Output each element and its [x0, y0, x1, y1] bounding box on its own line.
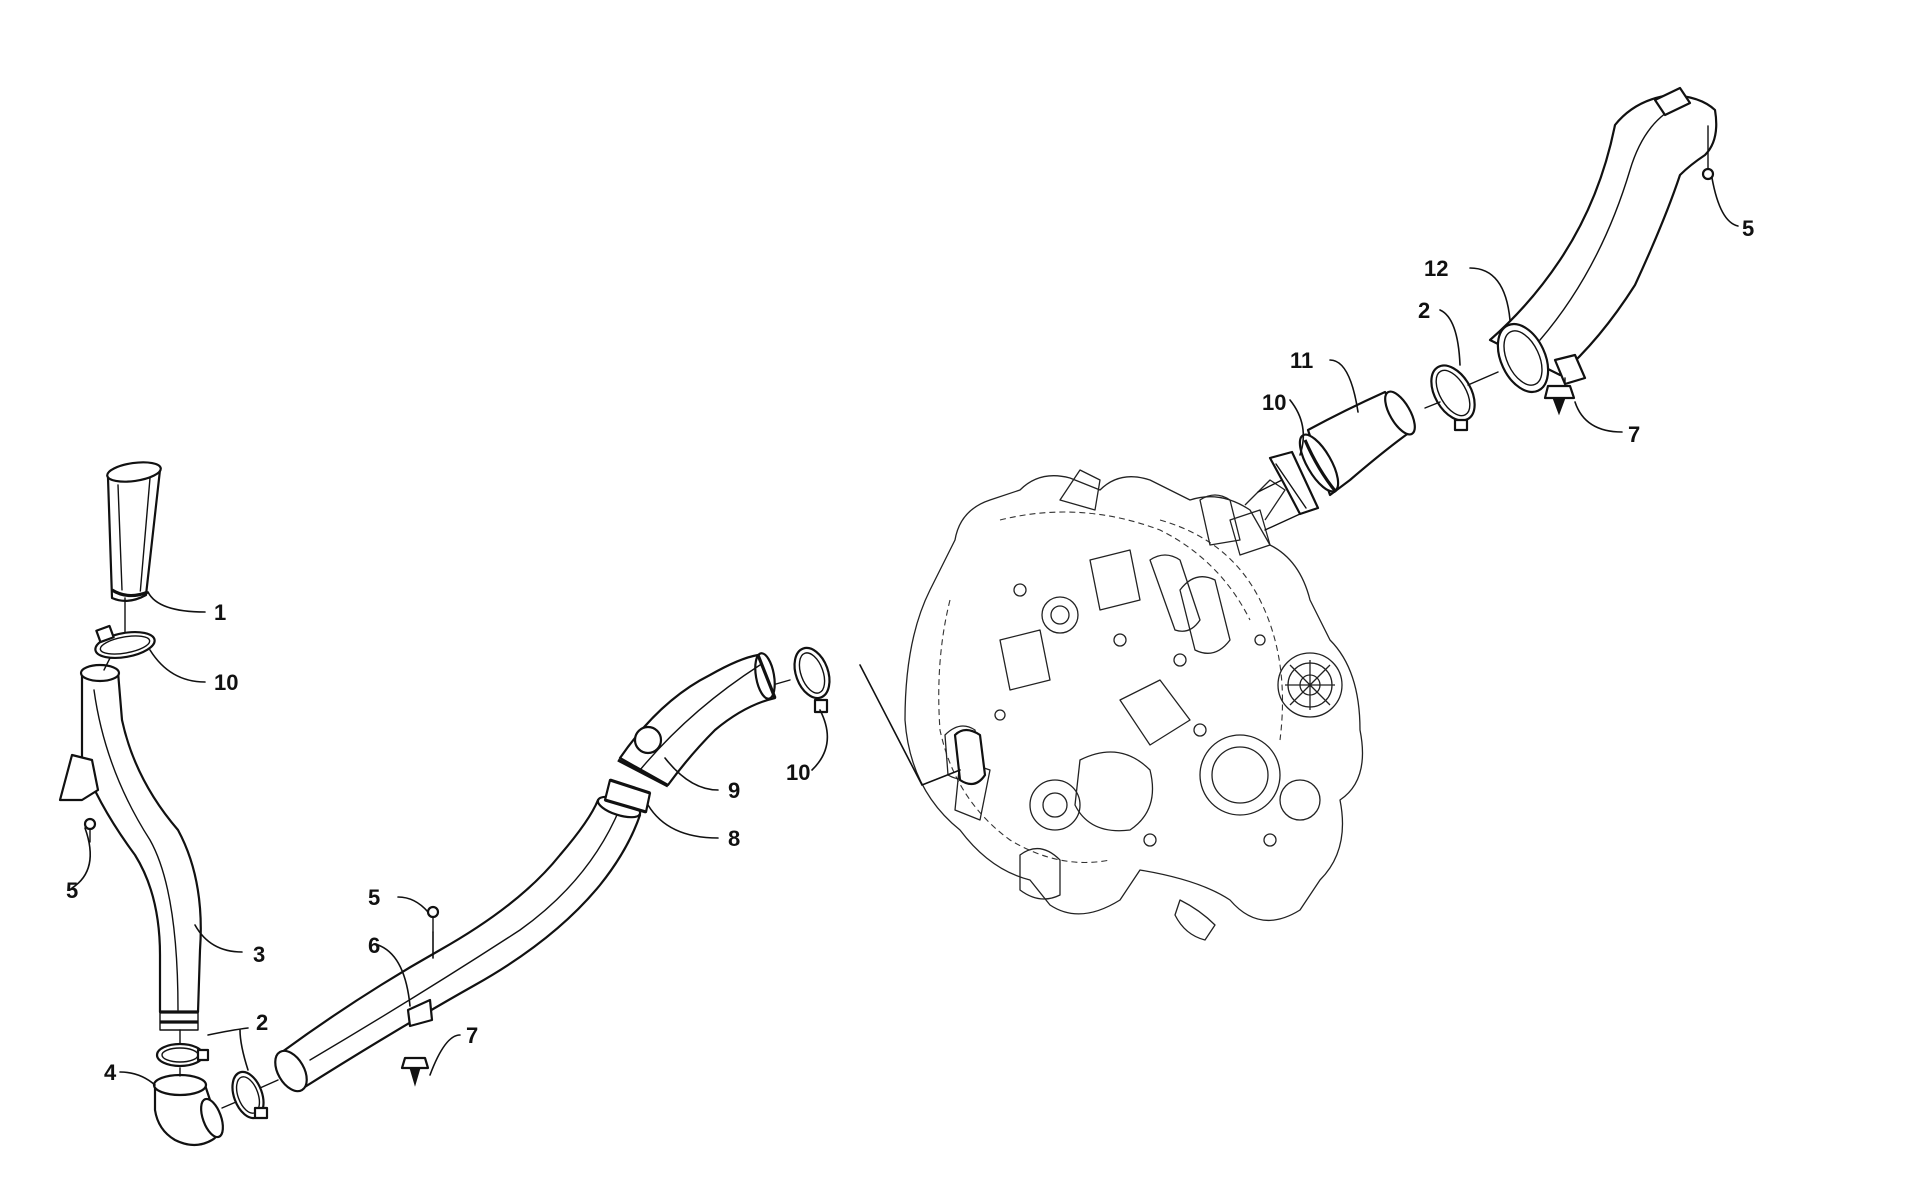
leader-lines	[71, 177, 1739, 1086]
callout-12: 12	[1424, 256, 1448, 281]
callout-5-left: 5	[66, 878, 78, 903]
part-5-screw-right	[1701, 125, 1715, 181]
part-9-curved-boot	[617, 652, 777, 788]
engine-intake-port	[859, 664, 987, 787]
part-10-clamp-mid	[793, 646, 831, 714]
callout-1: 1	[214, 600, 226, 625]
part-2-clamp-left	[155, 1042, 210, 1068]
callout-7-mid: 7	[466, 1023, 478, 1048]
part-1-intake-duct	[106, 461, 162, 602]
part-4-elbow	[152, 1073, 224, 1147]
part-2-clamp-right	[1430, 364, 1476, 432]
callout-9: 9	[728, 778, 740, 803]
part-3-duct-tube	[58, 663, 202, 1031]
callout-6: 6	[368, 933, 380, 958]
engine-assembly	[904, 469, 1364, 941]
callout-10-left: 10	[214, 670, 238, 695]
callout-2-left: 2	[256, 1010, 268, 1035]
part-5-screw-mid	[426, 905, 440, 933]
callout-2-right: 2	[1418, 298, 1430, 323]
part-7-rivet-right	[1543, 384, 1576, 416]
callout-4: 4	[104, 1060, 117, 1085]
part-10-clamp-right	[1268, 450, 1320, 516]
part-10-clamp-left	[94, 624, 156, 660]
callout-3: 3	[253, 942, 265, 967]
part-2-clamp-mid	[231, 1070, 269, 1120]
part-7-rivet-mid	[400, 1056, 430, 1087]
callout-5-mid: 5	[368, 885, 380, 910]
part-5-screw-left	[83, 817, 97, 843]
center-lines	[103, 371, 1566, 1109]
callout-5-right: 5	[1742, 216, 1754, 241]
part-11-coupler	[1298, 390, 1416, 497]
callout-10-mid: 10	[786, 760, 810, 785]
part-6-long-tube	[274, 795, 642, 1093]
callout-11: 11	[1290, 348, 1313, 373]
callout-7-right: 7	[1628, 422, 1640, 447]
callout-8: 8	[728, 826, 740, 851]
part-12-upper-duct	[1488, 86, 1718, 394]
part-8-coupler	[603, 778, 652, 814]
callout-10-right: 10	[1262, 390, 1286, 415]
callouts: 1 10 5 3 2 4 5 6 7 8 9 10 10 11 2 12 5 7	[66, 216, 1754, 1085]
